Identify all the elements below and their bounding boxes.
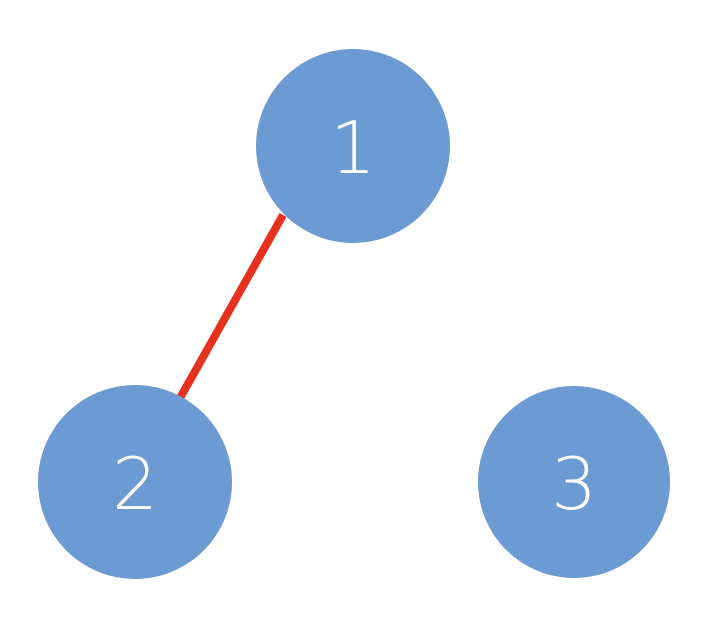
node-circle-2[interactable]	[38, 385, 232, 579]
graph-edge-1-2[interactable]	[176, 213, 287, 400]
node-label-3: 3	[551, 442, 597, 526]
node-layer: 1 2 3	[38, 49, 670, 579]
node-circle-1[interactable]	[256, 49, 450, 243]
node-label-2: 2	[112, 442, 158, 526]
graph-node-2[interactable]: 2	[38, 385, 232, 579]
node-label-1: 1	[330, 106, 376, 190]
edge-layer	[176, 213, 287, 400]
graph-node-3[interactable]: 3	[478, 386, 670, 578]
graph-node-1[interactable]: 1	[256, 49, 450, 243]
node-circle-3[interactable]	[478, 386, 670, 578]
